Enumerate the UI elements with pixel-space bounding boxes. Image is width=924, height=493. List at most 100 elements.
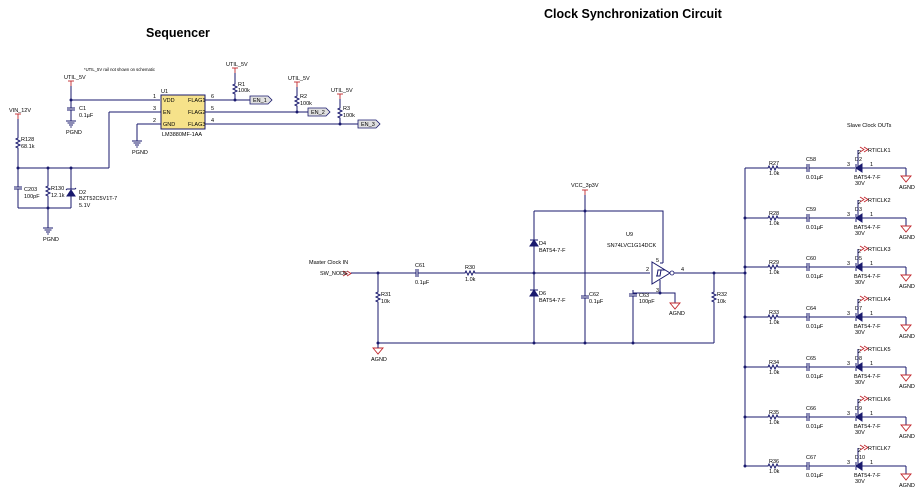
en1-port bbox=[249, 95, 273, 105]
c203-value: 100pF bbox=[24, 194, 40, 200]
diode-pin-2: 2 bbox=[858, 299, 861, 305]
u1-pin-num-5: 5 bbox=[211, 106, 214, 112]
util-5v-r2-label: UTIL_5V bbox=[288, 76, 310, 82]
en2-label: EN_2 bbox=[311, 110, 325, 116]
slave-resistor bbox=[766, 214, 780, 222]
slave-diode-part: BAT54-7-F bbox=[854, 473, 881, 479]
slave-net-port bbox=[859, 444, 869, 451]
slave-capacitor-value: 0.01µF bbox=[806, 274, 824, 280]
sw-node-label: SW_NODE bbox=[320, 271, 348, 277]
slave-resistor-ref: R36 bbox=[769, 459, 779, 465]
slave-diode bbox=[855, 362, 863, 372]
agnd1-label: AGND bbox=[371, 357, 387, 363]
slave-capacitor-ref: C67 bbox=[806, 455, 816, 461]
slave-agnd-symbol bbox=[900, 424, 912, 432]
slave-diode bbox=[855, 213, 863, 223]
util-5v-r3-symbol bbox=[336, 93, 344, 100]
slave-diode-ref: D10 bbox=[855, 455, 865, 461]
slave-diode-voltage: 30V bbox=[855, 479, 865, 485]
slave-resistor bbox=[766, 363, 780, 371]
r130-value: 12.1k bbox=[51, 193, 65, 199]
en2-port bbox=[307, 107, 331, 117]
slave-agnd-label: AGND bbox=[899, 483, 915, 489]
pgnd-symbol bbox=[65, 120, 77, 128]
slave-resistor-ref: R35 bbox=[769, 410, 779, 416]
clock-section: Master Clock IN SW_NODE R31 10k AGND C61… bbox=[309, 123, 915, 489]
slave-resistor bbox=[766, 462, 780, 470]
pgnd2-symbol bbox=[131, 140, 143, 148]
slave-resistor-value: 1.0k bbox=[769, 270, 780, 276]
diode-pin-2: 2 bbox=[858, 249, 861, 255]
r3-value: 100k bbox=[343, 113, 355, 119]
slave-resistor-ref: R34 bbox=[769, 360, 779, 366]
pgnd-label: PGND bbox=[66, 130, 82, 136]
slave-capacitor-ref: C59 bbox=[806, 207, 816, 213]
r30-ref: R30 bbox=[465, 265, 475, 271]
diode-pin-1: 1 bbox=[870, 212, 873, 218]
slave-diode-part: BAT54-7-F bbox=[854, 424, 881, 430]
slave-net-port bbox=[859, 395, 869, 402]
slave-net-label: RTICLK2 bbox=[868, 198, 891, 204]
vin-12v-label: VIN_12V bbox=[9, 108, 31, 114]
d6-ref: D6 bbox=[539, 291, 546, 297]
r130-ref: R130 bbox=[51, 186, 64, 192]
c203-ref: C203 bbox=[24, 187, 37, 193]
slave-agnd-symbol bbox=[900, 374, 912, 382]
slave-diode bbox=[855, 412, 863, 422]
pgnd3-symbol bbox=[42, 227, 54, 235]
c1-capacitor bbox=[66, 103, 76, 115]
r32-resistor bbox=[711, 289, 717, 305]
diode-pin-3: 3 bbox=[847, 311, 850, 317]
diode-pin-2: 2 bbox=[858, 349, 861, 355]
util-5v-r3-label: UTIL_5V bbox=[331, 88, 353, 94]
u1-chip bbox=[160, 94, 206, 130]
slave-agnd-symbol bbox=[900, 324, 912, 332]
slave-capacitor-ref: C65 bbox=[806, 356, 816, 362]
util-5v-r1-label: UTIL_5V bbox=[226, 62, 248, 68]
sequencer-section: *UTIL_5V rail not shown on schematic UTI… bbox=[9, 62, 381, 243]
r128-value: 68.1k bbox=[21, 144, 35, 150]
slave-capacitor-ref: C58 bbox=[806, 157, 816, 163]
slave-net-label: RTICLK4 bbox=[868, 297, 891, 303]
r31-resistor bbox=[375, 289, 381, 305]
u1-part: LM3880MF-1AA bbox=[162, 132, 202, 138]
r1-value: 100k bbox=[238, 88, 250, 94]
slave-net-label: RTICLK3 bbox=[868, 247, 891, 253]
slave-net-port bbox=[859, 146, 869, 153]
diode-pin-3: 3 bbox=[847, 212, 850, 218]
r130-resistor bbox=[45, 183, 51, 199]
slave-net-label: RTICLK7 bbox=[868, 446, 891, 452]
diode-pin-2: 2 bbox=[858, 448, 861, 454]
slave-resistor bbox=[766, 164, 780, 172]
r2-ref: R2 bbox=[300, 94, 307, 100]
slave-diode-part: BAT54-7-F bbox=[854, 175, 881, 181]
en3-label: EN_3 bbox=[361, 122, 375, 128]
slave-diode bbox=[855, 312, 863, 322]
slave-resistor-ref: R28 bbox=[769, 211, 779, 217]
u1-pin-flag3: FLAG3 bbox=[188, 122, 205, 128]
slave-diode-voltage: 30V bbox=[855, 380, 865, 386]
r31-value: 10k bbox=[381, 299, 390, 305]
agnd2-symbol bbox=[669, 302, 681, 310]
util-rail-note: *UTIL_5V rail not shown on schematic bbox=[84, 67, 155, 72]
slave-capacitor-ref: C60 bbox=[806, 256, 816, 262]
util-5v-label: UTIL_5V bbox=[64, 75, 86, 81]
slave-agnd-label: AGND bbox=[899, 185, 915, 191]
slave-diode-part: BAT54-7-F bbox=[854, 374, 881, 380]
u9-pin-5: 5 bbox=[656, 258, 659, 264]
r30-resistor bbox=[462, 270, 478, 276]
slave-diode-voltage: 30V bbox=[855, 280, 865, 286]
slave-agnd-label: AGND bbox=[899, 434, 915, 440]
u1-pin-vdd: VDD bbox=[163, 98, 175, 104]
u1-pin-gnd: GND bbox=[163, 122, 175, 128]
slave-resistor-value: 1.0k bbox=[769, 320, 780, 326]
slave-diode-ref: D3 bbox=[855, 207, 862, 213]
u1-pin-num-4: 4 bbox=[211, 118, 214, 124]
diode-pin-3: 3 bbox=[847, 162, 850, 168]
slave-agnd-label: AGND bbox=[899, 284, 915, 290]
pgnd3-label: PGND bbox=[43, 237, 59, 243]
